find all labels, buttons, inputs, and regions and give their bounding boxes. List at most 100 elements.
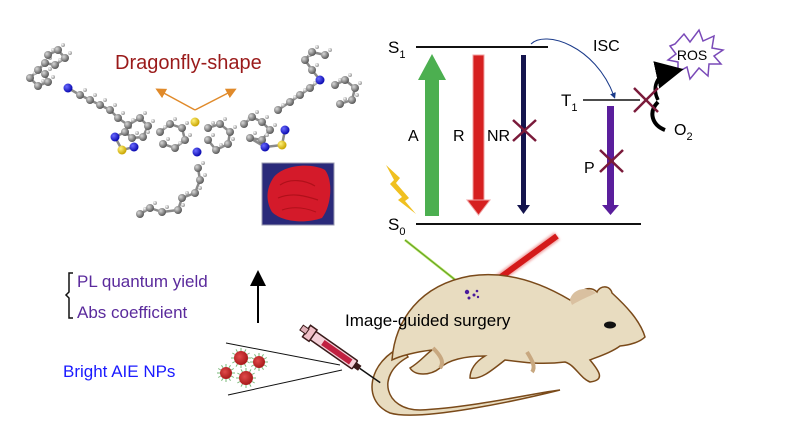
molecule-carbon-atom [156, 128, 164, 136]
molecule-hydrogen-atom [121, 111, 125, 115]
molecule-title: Dragonfly-shape [115, 52, 262, 74]
molecule-hydrogen-atom [358, 81, 362, 85]
molecule-carbon-atom [54, 46, 62, 54]
molecule-carbon-atom [44, 51, 52, 59]
molecule-nitrogen-atom [63, 83, 73, 93]
molecule-carbon-atom [34, 66, 42, 74]
molecule-hydrogen-atom [51, 48, 55, 52]
molecule-hydrogen-atom [219, 143, 223, 147]
molecule-carbon-atom [246, 134, 254, 142]
molecule-hydrogen-atom [51, 75, 55, 79]
molecule-hydrogen-atom [185, 121, 189, 125]
molecule-hydrogen-atom [68, 51, 72, 55]
molecule-carbon-atom [258, 136, 266, 144]
molecule-carbon-atom [26, 74, 34, 82]
o2-curve [650, 100, 666, 132]
molecule-nitrogen-atom [192, 147, 202, 157]
lightning-icon [386, 165, 416, 214]
properties-bracket [64, 272, 73, 319]
molecule-carbon-atom [44, 78, 52, 86]
molecule-carbon-atom [196, 176, 204, 184]
molecule-carbon-atom [171, 144, 179, 152]
molecule-carbon-atom [321, 51, 329, 59]
molecule-hydrogen-atom [103, 98, 107, 102]
molecule-hydrogen-atom [143, 111, 147, 115]
molecule-sulfur-atom [277, 140, 287, 150]
molecule-carbon-atom [348, 96, 356, 104]
molecule-hydrogen-atom [151, 119, 155, 123]
molecule-carbon-atom [308, 66, 316, 74]
molecule-hydrogen-atom [181, 203, 185, 207]
ros-label: ROS [677, 47, 707, 63]
molecule-carbon-atom [181, 136, 189, 144]
mouse-illustration [371, 273, 646, 416]
molecule-hydrogen-atom [173, 117, 177, 121]
molecule-hydrogen-atom [211, 121, 215, 125]
molecule-carbon-atom [86, 96, 94, 104]
molecule-carbon-atom [240, 120, 248, 128]
molecule-hydrogen-atom [48, 67, 52, 71]
phosphorescence-arrow [602, 106, 619, 215]
molecule-hydrogen-atom [146, 130, 150, 134]
molecule-nitrogen-atom [110, 132, 120, 142]
molecule-carbon-atom [139, 133, 147, 141]
nanoparticle [236, 368, 256, 388]
molecule-hydrogen-atom [61, 43, 65, 47]
molecule-carbon-atom [274, 106, 282, 114]
molecule-nitrogen-atom [129, 142, 139, 152]
ros-blocked-cross-icon [633, 87, 659, 113]
syringe-icon [299, 324, 381, 384]
molecule-nitrogen-atom [315, 75, 325, 85]
molecule-carbon-atom [178, 124, 186, 132]
molecule-carbon-atom [308, 48, 316, 56]
molecule-carbon-atom [61, 54, 69, 62]
nonradiative-label: NR [487, 128, 510, 145]
mouse-ear [570, 289, 596, 305]
molecule-hydrogen-atom [293, 95, 297, 99]
molecule-hydrogen-atom [153, 201, 157, 205]
absorption-arrow [418, 54, 446, 216]
mouse-tail [371, 346, 561, 416]
property-item: PL quantum yield [77, 272, 208, 291]
molecule-hydrogen-atom [315, 63, 319, 67]
absorption-label: A [408, 128, 419, 145]
molecule-structure [26, 43, 362, 218]
molecule-carbon-atom [204, 124, 212, 132]
molecule-carbon-atom [266, 126, 274, 134]
molecule-hydrogen-atom [83, 88, 87, 92]
molecule-carbon-atom [128, 134, 136, 142]
molecule-hydrogen-atom [93, 93, 97, 97]
molecule-hydrogen-atom [303, 88, 307, 92]
tumor-nanoparticle-dots [464, 289, 480, 300]
application-label: Image-guided surgery [345, 311, 511, 330]
molecule-carbon-atom [144, 122, 152, 130]
molecule-carbon-atom [216, 120, 224, 128]
energy-diagram: S1 S0 T1 A R NR [386, 28, 725, 238]
molecule-carbon-atom [34, 82, 42, 90]
nr-blocked-cross-icon [512, 119, 537, 142]
molecule-hydrogen-atom [185, 191, 189, 195]
p-blocked-cross-icon [599, 149, 624, 173]
zoom-cone-line-bottom [227, 369, 343, 396]
molecule-hydrogen-atom [231, 137, 235, 141]
molecule-carbon-atom [41, 59, 49, 67]
molecule-hydrogen-atom [233, 125, 237, 129]
molecule-carbon-atom [159, 140, 167, 148]
nanoparticle-cluster [217, 348, 268, 388]
molecule-carbon-atom [194, 164, 202, 172]
molecule-hydrogen-atom [338, 78, 342, 82]
molecule-carbon-atom [204, 136, 212, 144]
molecule-carbon-atom [41, 70, 49, 78]
radiative-arrow [465, 54, 492, 216]
molecule-carbon-atom [96, 101, 104, 109]
molecule-hydrogen-atom [265, 133, 269, 137]
molecule-hydrogen-atom [281, 103, 285, 107]
molecule-hydrogen-atom [343, 97, 347, 101]
molecule-hydrogen-atom [348, 73, 352, 77]
molecule-sulfur-atom [190, 117, 200, 127]
molecule-carbon-atom [224, 140, 232, 148]
radiative-label: R [453, 128, 465, 145]
molecule-carbon-atom [136, 114, 144, 122]
molecule-carbon-atom [191, 189, 199, 197]
